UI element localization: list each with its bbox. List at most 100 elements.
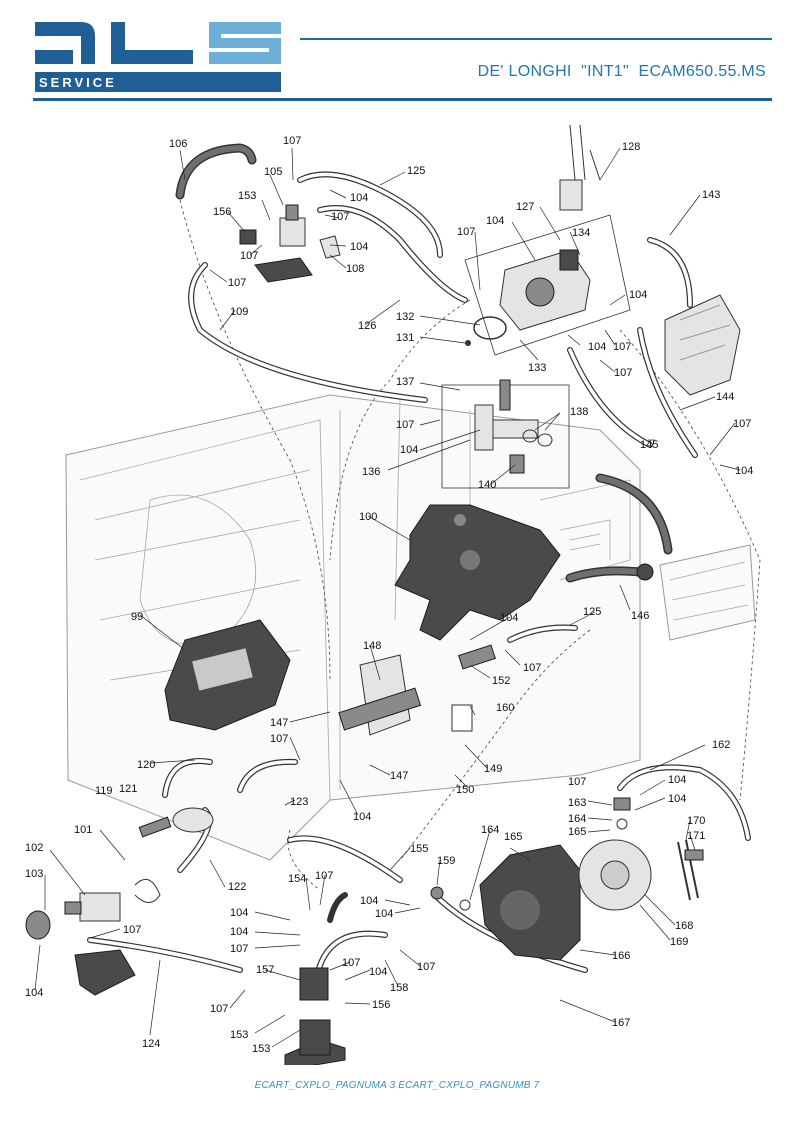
callout-124: 124 xyxy=(142,1038,160,1050)
callout-138: 138 xyxy=(570,406,588,418)
callout-147: 147 xyxy=(270,717,288,729)
callout-145: 145 xyxy=(640,439,658,451)
logo-service-text: SERVICE xyxy=(39,75,117,90)
callout-143: 143 xyxy=(702,189,720,201)
callout-104: 104 xyxy=(369,966,387,978)
callout-167: 167 xyxy=(612,1017,630,1029)
callout-136: 136 xyxy=(362,466,380,478)
callout-107: 107 xyxy=(210,1003,228,1015)
callout-131: 131 xyxy=(396,332,414,344)
callout-107: 107 xyxy=(342,957,360,969)
callout-104: 104 xyxy=(486,215,504,227)
callout-153: 153 xyxy=(252,1043,270,1055)
callout-149: 149 xyxy=(484,763,502,775)
callout-126: 126 xyxy=(358,320,376,332)
callout-107: 107 xyxy=(396,419,414,431)
callout-152: 152 xyxy=(492,675,510,687)
callout-labels: 106 107 125 105 104 153 107 156 104 107 … xyxy=(25,135,753,1055)
callout-164: 164 xyxy=(481,824,499,836)
callout-123: 123 xyxy=(290,796,308,808)
callout-137: 137 xyxy=(396,376,414,388)
callout-104: 104 xyxy=(500,612,518,624)
callout-134: 134 xyxy=(572,227,590,239)
callout-107: 107 xyxy=(123,924,141,936)
callout-107: 107 xyxy=(733,418,751,430)
callout-168: 168 xyxy=(675,920,693,932)
callout-104: 104 xyxy=(230,926,248,938)
tubes xyxy=(87,143,751,993)
callout-170: 170 xyxy=(687,815,705,827)
callout-107: 107 xyxy=(270,733,288,745)
callout-107: 107 xyxy=(228,277,246,289)
callout-104: 104 xyxy=(735,465,753,477)
callout-109: 109 xyxy=(230,306,248,318)
drip-tray xyxy=(664,294,741,396)
callout-104: 104 xyxy=(25,987,43,999)
callout-163: 163 xyxy=(568,797,586,809)
callout-104: 104 xyxy=(668,793,686,805)
callout-108: 108 xyxy=(346,263,364,275)
callout-160: 160 xyxy=(496,702,514,714)
callout-107: 107 xyxy=(523,662,541,674)
callout-146: 146 xyxy=(631,610,649,622)
callout-148: 148 xyxy=(363,640,381,652)
callout-121: 121 xyxy=(119,783,137,795)
exploded-parts-diagram: 106 107 125 105 104 153 107 156 104 107 … xyxy=(25,124,761,1065)
callout-107: 107 xyxy=(331,211,349,223)
callout-153: 153 xyxy=(230,1029,248,1041)
machine-chassis xyxy=(65,394,756,861)
callout-104: 104 xyxy=(350,192,368,204)
callout-158: 158 xyxy=(390,982,408,994)
callout-120: 120 xyxy=(137,759,155,771)
parts xyxy=(25,124,741,1065)
callout-169: 169 xyxy=(670,936,688,948)
callout-166: 166 xyxy=(612,950,630,962)
callout-155: 155 xyxy=(410,843,428,855)
callout-153: 153 xyxy=(238,190,256,202)
callout-165: 165 xyxy=(568,826,586,838)
callout-107: 107 xyxy=(240,250,258,262)
callout-162: 162 xyxy=(712,739,730,751)
callout-107: 107 xyxy=(568,776,586,788)
callout-132: 132 xyxy=(396,311,414,323)
callout-101: 101 xyxy=(74,824,92,836)
callout-128: 128 xyxy=(622,141,640,153)
brew-unit-frame xyxy=(394,504,561,641)
callout-100: 100 xyxy=(359,511,377,523)
callout-107: 107 xyxy=(230,943,248,955)
dashed-connections xyxy=(179,199,761,891)
callout-104: 104 xyxy=(375,908,393,920)
callout-133: 133 xyxy=(528,362,546,374)
callout-107: 107 xyxy=(315,870,333,882)
callout-171: 171 xyxy=(687,830,705,842)
callout-119: 119 xyxy=(95,785,113,797)
callout-104: 104 xyxy=(350,241,368,253)
callout-154: 154 xyxy=(288,873,306,885)
callout-104: 104 xyxy=(400,444,418,456)
header-rule-top xyxy=(300,38,772,40)
callout-150: 150 xyxy=(456,784,474,796)
callout-104: 104 xyxy=(230,907,248,919)
callout-104: 104 xyxy=(668,774,686,786)
callout-144: 144 xyxy=(716,391,734,403)
callout-107: 107 xyxy=(457,226,475,238)
callout-104: 104 xyxy=(360,895,378,907)
callout-107: 107 xyxy=(613,341,631,353)
callout-156: 156 xyxy=(372,999,390,1011)
callout-104: 104 xyxy=(353,811,371,823)
callout-147: 147 xyxy=(390,770,408,782)
callout-127: 127 xyxy=(516,201,534,213)
callout-107: 107 xyxy=(417,961,435,973)
callout-104: 104 xyxy=(629,289,647,301)
callout-159: 159 xyxy=(437,855,455,867)
header-rule-bottom xyxy=(33,98,772,101)
callout-99: 99 xyxy=(131,611,143,623)
footer-reference: ECART_CXPLO_PAGNUMA 3 ECART_CXPLO_PAGNUM… xyxy=(254,1080,540,1091)
leader-lines xyxy=(34,147,741,1048)
callout-107: 107 xyxy=(283,135,301,147)
callout-157: 157 xyxy=(256,964,274,976)
callout-107: 107 xyxy=(614,367,632,379)
callout-140: 140 xyxy=(478,479,496,491)
callout-125: 125 xyxy=(407,165,425,177)
callout-106: 106 xyxy=(169,138,187,150)
